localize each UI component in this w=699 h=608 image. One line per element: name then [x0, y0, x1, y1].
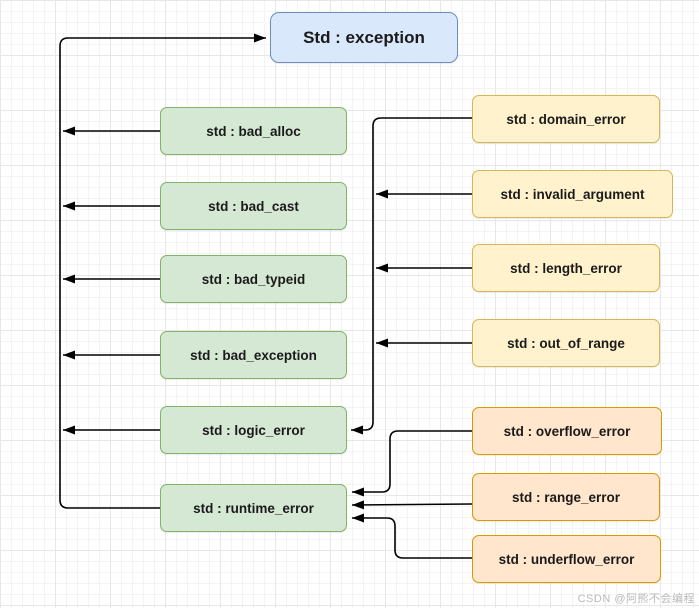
node-underflow-error: std : underflow_error: [472, 535, 661, 583]
node-label: std : logic_error: [202, 422, 305, 438]
node-label: Std : exception: [303, 27, 425, 47]
node-bad-alloc: std : bad_alloc: [160, 107, 347, 155]
node-runtime-error: std : runtime_error: [160, 484, 347, 532]
node-overflow-error: std : overflow_error: [472, 407, 662, 455]
node-range-error: std : range_error: [472, 473, 660, 521]
node-label: std : bad_alloc: [206, 123, 301, 139]
arrow-runtime-error-to-exception: [59, 33, 266, 509]
node-bad-cast: std : bad_cast: [160, 182, 347, 230]
node-label: std : domain_error: [506, 111, 626, 127]
node-logic-error: std : logic_error: [160, 406, 347, 454]
node-length-error: std : length_error: [472, 244, 660, 292]
node-label: std : bad_exception: [190, 347, 317, 363]
node-exception: Std : exception: [270, 12, 458, 63]
node-label: std : runtime_error: [193, 500, 314, 516]
node-label: std : range_error: [511, 489, 621, 505]
node-bad-exception: std : bad_exception: [160, 331, 347, 379]
node-label: std : bad_cast: [208, 198, 299, 214]
node-label: std : length_error: [510, 260, 622, 276]
node-label: std : overflow_error: [503, 423, 631, 439]
arrow-range-error-to-runtime-error: [351, 500, 473, 510]
node-bad-typeid: std : bad_typeid: [160, 255, 347, 303]
node-label: std : underflow_error: [498, 551, 635, 567]
arrow-overflow-error-to-runtime-error: [352, 430, 472, 497]
node-label: std : out_of_range: [507, 335, 625, 351]
node-invalid-argument: std : invalid_argument: [472, 170, 673, 218]
node-label: std : bad_typeid: [201, 271, 306, 287]
arrow-domain-error-to-logic-error: [351, 117, 472, 435]
arrow-underflow-error-to-runtime-error: [352, 513, 472, 559]
csdn-watermark: CSDN @阿熊不会编程: [577, 593, 695, 605]
node-label: std : invalid_argument: [500, 186, 645, 202]
node-domain-error: std : domain_error: [472, 95, 660, 143]
node-out-of-range: std : out_of_range: [472, 319, 660, 367]
